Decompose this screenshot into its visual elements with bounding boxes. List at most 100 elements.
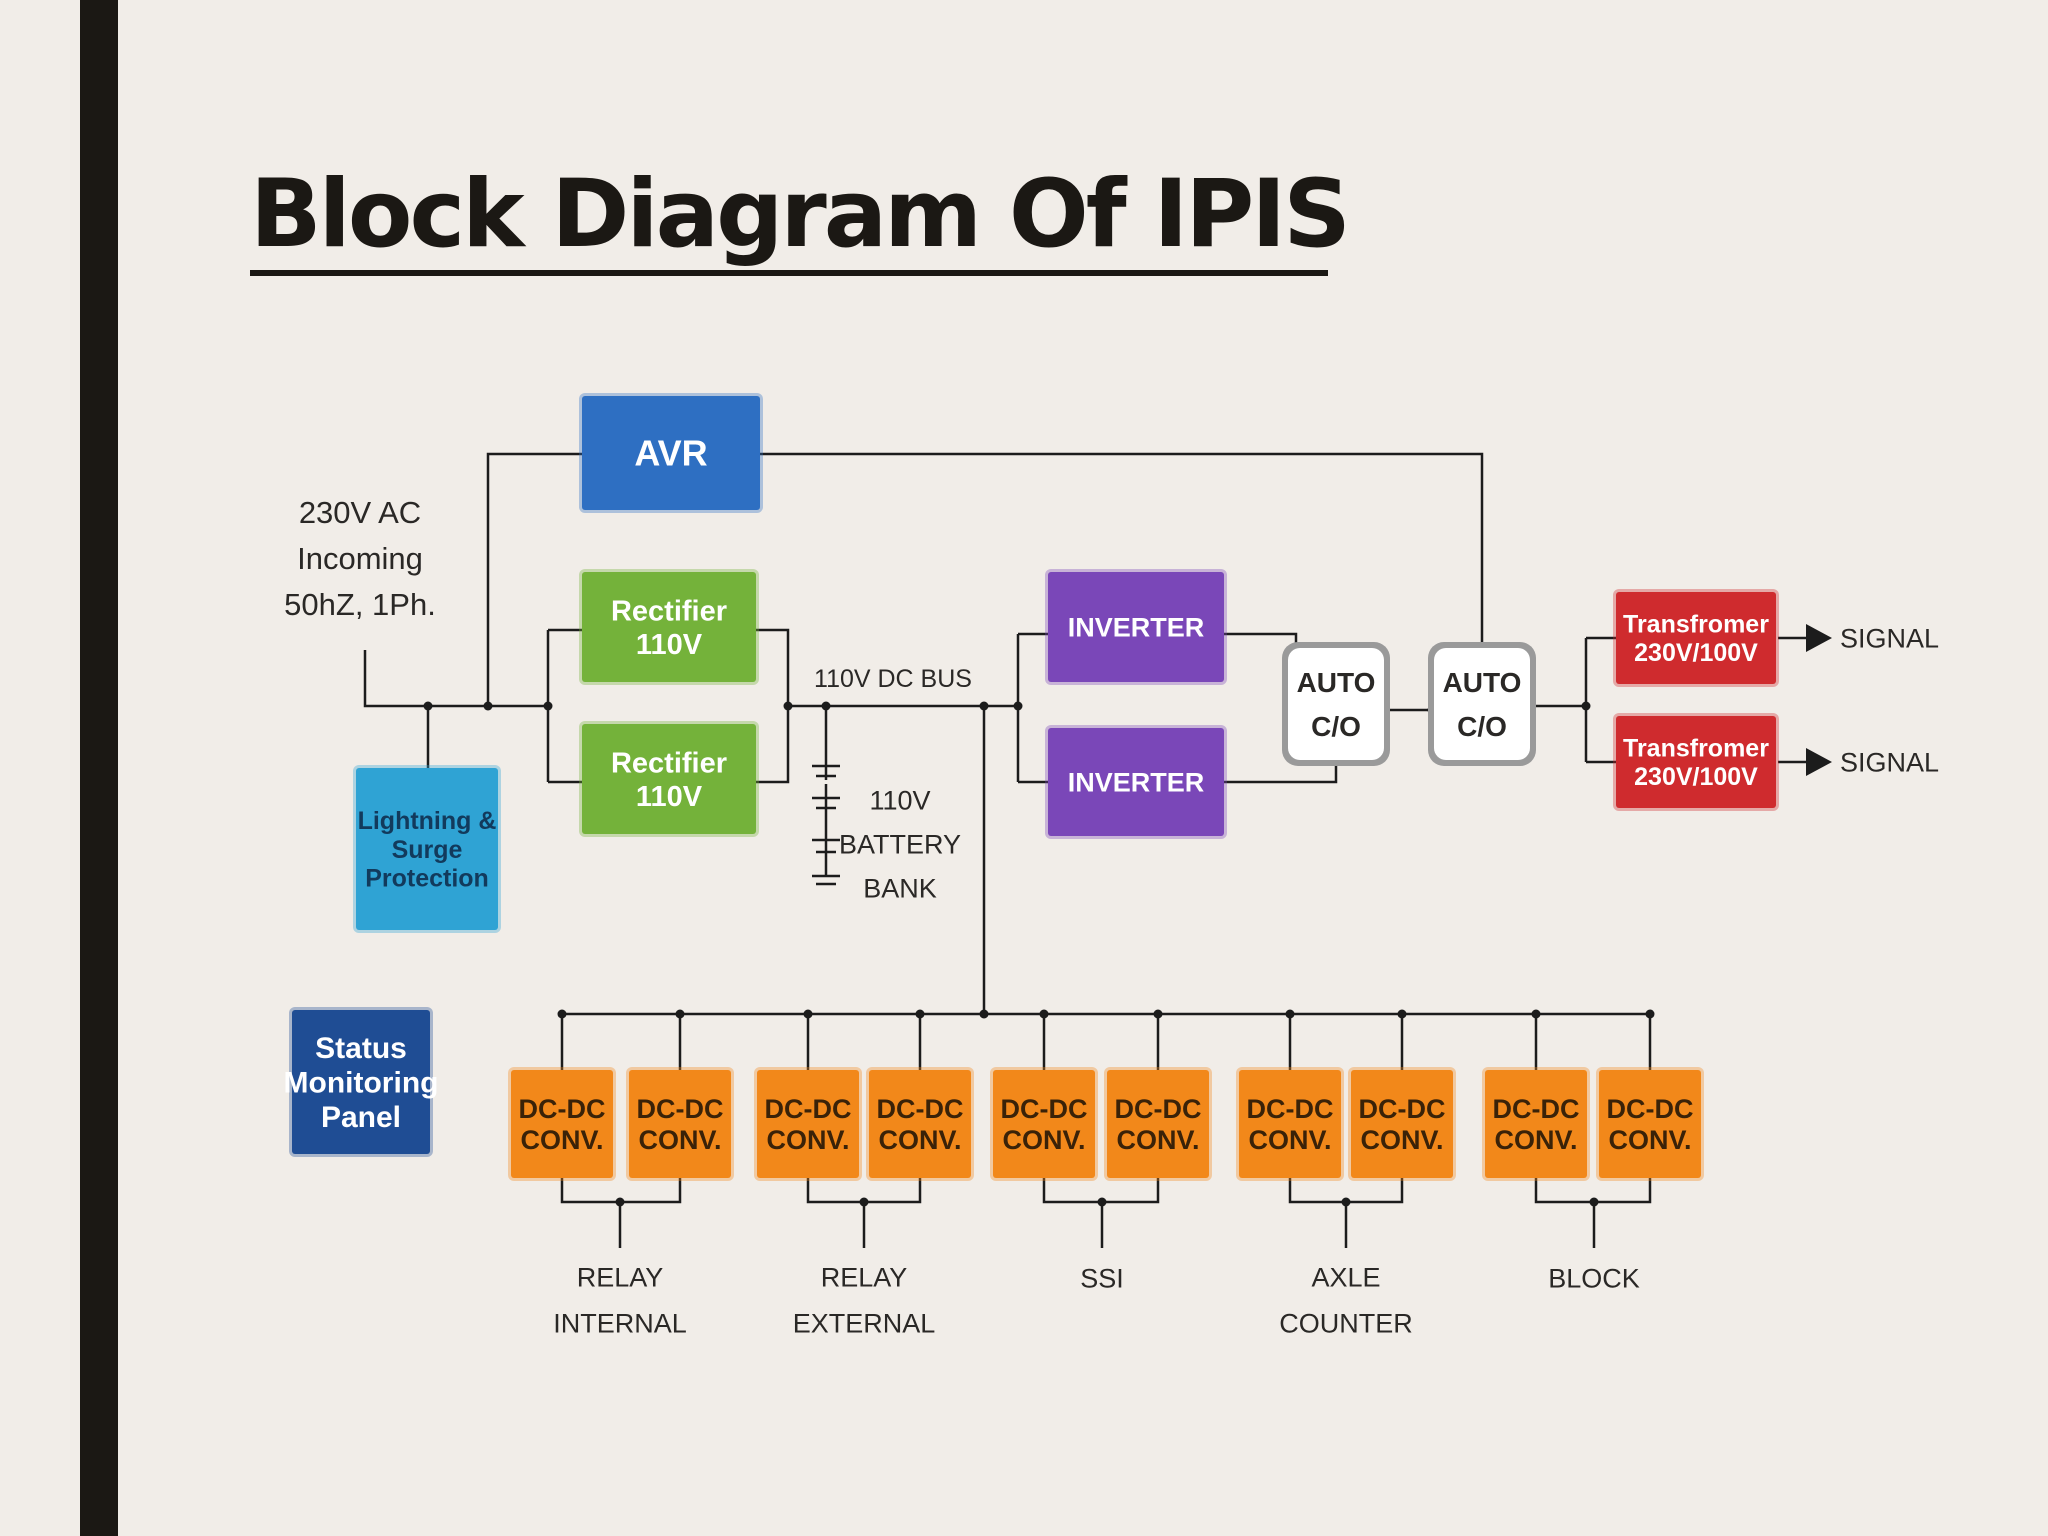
avr-output-line bbox=[760, 452, 1484, 642]
dcdc-converter-8-box bbox=[1351, 1070, 1453, 1178]
dc-bus-label: 110V DC BUS bbox=[814, 665, 972, 693]
signal-label-1: SIGNAL bbox=[1840, 623, 1939, 653]
dcdc-converter-10-box bbox=[1599, 1070, 1701, 1178]
dcdc-converter-2-box bbox=[629, 1070, 731, 1178]
signal-arrow-icon bbox=[1806, 624, 1832, 652]
inverter-1-block-box bbox=[1048, 572, 1224, 682]
dcdc-converter-5-box bbox=[993, 1070, 1095, 1178]
junction-dot bbox=[1589, 1197, 1599, 1207]
junction-dot bbox=[1581, 701, 1591, 711]
inverter-1-block-label: INVERTER bbox=[1068, 612, 1205, 642]
rectifier-1-block-box bbox=[582, 572, 756, 682]
transformer-2-block-box bbox=[1616, 716, 1776, 808]
junction-dot bbox=[821, 701, 831, 711]
dcdc-converter-6-box bbox=[1107, 1070, 1209, 1178]
status-monitoring-panel-block-box bbox=[292, 1010, 430, 1154]
inverter-2-block-label: INVERTER bbox=[1068, 767, 1205, 797]
junction-dot bbox=[783, 701, 793, 711]
junction-dot bbox=[1645, 1009, 1655, 1019]
title-underline bbox=[250, 270, 1328, 276]
junction-dot bbox=[1013, 701, 1023, 711]
junction-dot bbox=[675, 1009, 685, 1019]
junction-dot bbox=[1531, 1009, 1541, 1019]
avr-block-box bbox=[582, 396, 760, 510]
junction-dot bbox=[979, 701, 989, 711]
junction-dot bbox=[557, 1009, 567, 1019]
dcdc-converter-7-box bbox=[1239, 1070, 1341, 1178]
junction-dot bbox=[979, 1009, 989, 1019]
junction-dot bbox=[615, 1197, 625, 1207]
ac-input-line bbox=[363, 650, 548, 708]
avr-feed-line bbox=[486, 452, 582, 706]
junction-dot bbox=[1397, 1009, 1407, 1019]
junction-dot bbox=[483, 701, 493, 711]
rectifier-2-block-box bbox=[582, 724, 756, 834]
surge-protection-block-box bbox=[356, 768, 498, 930]
inverter-1-block: INVERTER bbox=[1045, 569, 1227, 685]
signal-label-2: SIGNAL bbox=[1840, 747, 1939, 777]
junction-dot bbox=[1153, 1009, 1163, 1019]
inv1-output bbox=[1224, 632, 1298, 650]
junction-dot bbox=[1097, 1197, 1107, 1207]
junction-dot bbox=[1285, 1009, 1295, 1019]
junction-dot bbox=[859, 1197, 869, 1207]
avr-block-label: AVR bbox=[634, 433, 707, 474]
dcdc-converter-3-box bbox=[757, 1070, 859, 1178]
inverter-2-block-box bbox=[1048, 728, 1224, 836]
page-title: Block Diagram Of IPIS bbox=[250, 160, 1351, 269]
side-bar bbox=[80, 0, 118, 1536]
junction-dot bbox=[423, 701, 433, 711]
group-label-3: SSI bbox=[1080, 1263, 1124, 1293]
group-label-5: BLOCK bbox=[1548, 1263, 1640, 1293]
dcdc-converter-4-box bbox=[869, 1070, 971, 1178]
inverter-2-block: INVERTER bbox=[1045, 725, 1227, 839]
avr-block: AVR bbox=[579, 393, 763, 513]
transformer-1-block-box bbox=[1616, 592, 1776, 684]
signal-arrow-icon bbox=[1806, 748, 1832, 776]
junction-dot bbox=[915, 1009, 925, 1019]
rect-output-bus bbox=[756, 628, 790, 784]
junction-dot bbox=[1341, 1197, 1351, 1207]
auto-co-1-block-box bbox=[1288, 648, 1384, 760]
junction-dot bbox=[803, 1009, 813, 1019]
